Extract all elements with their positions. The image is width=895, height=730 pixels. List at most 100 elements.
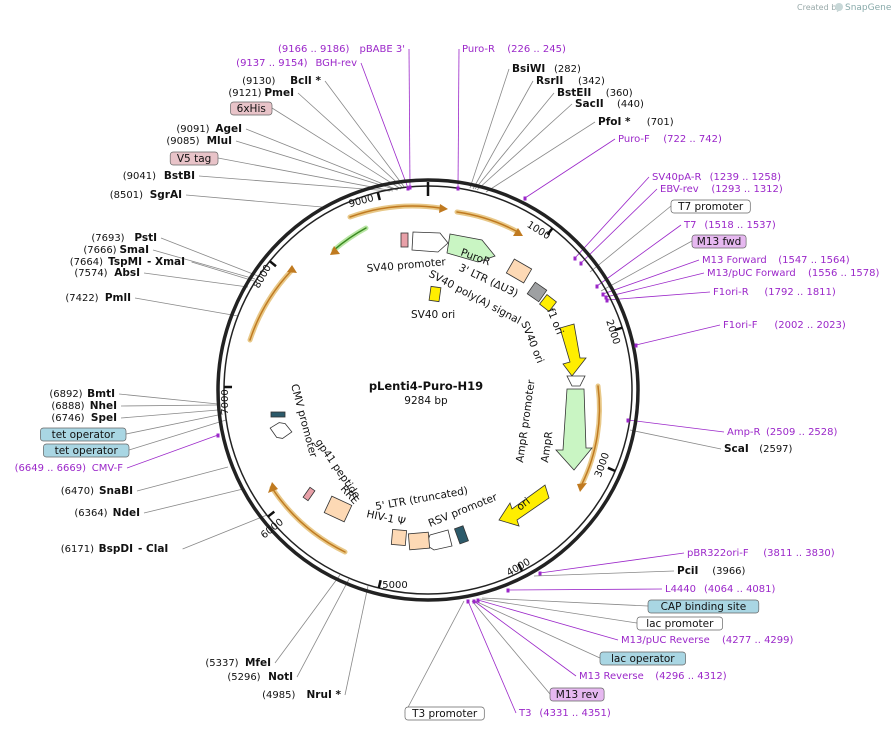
connector (472, 80, 534, 190)
left-label-nhei-16[interactable]: NheI(6888) (51, 400, 117, 412)
right-label-lac-promoter-22[interactable]: lac promoter (636, 616, 723, 631)
label-name: T7 (683, 220, 696, 231)
connector (245, 128, 399, 191)
feature-box-label: M13 rev (556, 689, 599, 701)
right-label-l4440-20[interactable]: L4440(4064 .. 4081) (665, 584, 776, 595)
ltr5-box (407, 531, 431, 551)
left-label-ndei-22[interactable]: NdeI(6364) (74, 507, 140, 519)
right-label-puro-r-0[interactable]: Puro-R(226 .. 245) (462, 44, 566, 55)
label-name: F1ori-R (713, 287, 749, 298)
left-label-pmei-3[interactable]: PmeI(9121) (228, 87, 294, 99)
ruler-tick-2000 (614, 326, 623, 332)
right-label-scai-17[interactable]: ScaI(2597) (724, 443, 793, 455)
right-label-t7-promoter-9[interactable]: T7 promoter (670, 199, 751, 214)
connector (235, 140, 398, 191)
feature-box-label: CAP binding site (661, 601, 747, 613)
tet-operator-box (270, 411, 286, 418)
primer-mark (466, 599, 470, 604)
label-name: BstBI (164, 170, 195, 182)
right-label-t3-27[interactable]: T3(4331 .. 4351) (518, 708, 611, 719)
primer-mark (605, 298, 609, 303)
left-label-tet-operator-19[interactable]: tet operator (43, 443, 130, 458)
right-label-t7-10[interactable]: T7(1518 .. 1537) (683, 220, 776, 231)
left-label-pmli-14[interactable]: PmlI(7422) (65, 292, 131, 304)
right-label-bsteii-3[interactable]: BstEII(360) (557, 87, 633, 99)
label-position: (6171) (61, 544, 94, 555)
left-label-bstbi-8[interactable]: BstBI(9041) (123, 170, 195, 182)
label-name: RsrII (536, 75, 563, 87)
left-label-mlui-6[interactable]: MluI(9085) (166, 135, 232, 147)
left-label-tspmi-12[interactable]: TspMI(7664)- XmaI (70, 256, 185, 268)
label-name: NruI * (307, 689, 342, 701)
label-position: (2597) (759, 444, 792, 455)
left-label-spei-17[interactable]: SpeI(6746) (51, 412, 117, 424)
orf-arrows (247, 203, 602, 555)
right-label-f1ori-r-14[interactable]: F1ori-R(1792 .. 1811) (713, 287, 836, 298)
right-label-pcii-19[interactable]: PciI(3966) (677, 565, 746, 577)
right-label-m13-reverse-25[interactable]: M13 Reverse(4296 .. 4312) (579, 671, 727, 682)
label-name: BstEII (557, 87, 591, 99)
left-label-bspdi-23[interactable]: BspDI(6171)- ClaI (61, 543, 169, 555)
left-label-bmti-15[interactable]: BmtI(6892) (49, 388, 115, 400)
right-label-amp-r-16[interactable]: Amp-R(2509 .. 2528) (727, 427, 838, 438)
right-label-m13-rev-26[interactable]: M13 rev (549, 687, 605, 702)
right-label-lac-operator-24[interactable]: lac operator (599, 651, 686, 666)
right-label-ebv-rev-8[interactable]: EBV-rev(1293 .. 1312) (660, 184, 783, 195)
left-label-mfei-24[interactable]: MfeI(5337) (205, 657, 271, 669)
right-label-m13-puc-forward-13[interactable]: M13/pUC Forward(1556 .. 1578) (707, 268, 880, 279)
right-label-sv40pa-r-7[interactable]: SV40pA-R(1239 .. 1258) (652, 172, 781, 183)
ltr3-box (505, 258, 533, 284)
sv40-ori-label: SV40 ori (411, 309, 455, 321)
left-label-pbabe-3-0[interactable]: pBABE 3'(9166 .. 9186) (278, 44, 405, 55)
right-label-m13-forward-12[interactable]: M13 Forward(1547 .. 1564) (702, 255, 850, 266)
cmv-promoter-arrow (269, 422, 293, 439)
feature-box (40, 427, 127, 442)
left-label-bgh-rev-1[interactable]: BGH-rev(9137 .. 9154) (236, 58, 357, 69)
left-label-v5-tag-7[interactable]: V5 tag (169, 151, 219, 166)
left-label-agei-5[interactable]: AgeI(9091) (176, 123, 242, 135)
left-label-bcli-2[interactable]: BclI *(9130) (242, 75, 321, 87)
connector (524, 138, 616, 199)
ruler-tick-6000 (267, 510, 276, 518)
feature-box-label: T7 promoter (677, 201, 744, 213)
right-label-cap-binding-site-21[interactable]: CAP binding site (647, 599, 760, 614)
orf-arrowheads (268, 204, 587, 493)
left-label-nrui-26[interactable]: NruI *(4985) (262, 689, 341, 701)
label-position: (9130) (242, 76, 275, 87)
left-label-smai-11[interactable]: SmaI(7666) (83, 244, 149, 256)
left-label-cmv-f-20[interactable]: CMV-F(6649 .. 6669) (15, 463, 124, 474)
left-label-tet-operator-18[interactable]: tet operator (40, 427, 127, 442)
hiv-psi-box (390, 528, 408, 547)
left-label-absi-13[interactable]: AbsI(7574) (74, 267, 140, 279)
left-label-sgrai-9[interactable]: SgrAI(8501) (110, 189, 182, 201)
connector (136, 466, 229, 492)
label-position: (7574) (74, 268, 107, 279)
right-label-m13-puc-reverse-23[interactable]: M13/pUC Reverse(4277 .. 4299) (621, 635, 794, 646)
left-label-psti-10[interactable]: PstI(7693) (91, 232, 157, 244)
connector (152, 249, 256, 280)
right-label-f1ori-f-15[interactable]: F1ori-F(2002 .. 2023) (723, 320, 846, 331)
right-label-t3-promoter-28[interactable]: T3 promoter (404, 706, 485, 721)
left-label-6xhis-4[interactable]: 6xHis (230, 101, 273, 116)
label-name: MfeI (245, 657, 271, 669)
right-label-puro-f-6[interactable]: Puro-F(722 .. 742) (618, 134, 722, 145)
right-label-m13-fwd-11[interactable]: M13 fwd (691, 234, 747, 249)
gp41-label: gp41 peptide (313, 437, 363, 501)
label-position: (1239 .. 1258) (710, 172, 782, 183)
connector (477, 599, 619, 641)
connector (539, 552, 685, 574)
connector (198, 175, 391, 192)
label-name: EBV-rev (660, 184, 699, 195)
left-label-noti-25[interactable]: NotI(5296) (227, 671, 293, 683)
right-label-sacii-4[interactable]: SacII(440) (575, 98, 644, 110)
connector (271, 107, 402, 190)
right-label-pfoi-5[interactable]: PfoI *(701) (598, 116, 674, 128)
right-label-pbr322ori-f-18[interactable]: pBR322ori-F(3811 .. 3830) (687, 548, 835, 559)
label-position: (701) (647, 117, 674, 128)
right-label-bsiwi-1[interactable]: BsiWI(282) (512, 63, 581, 75)
label-position: (3966) (712, 566, 745, 577)
right-label-rsrii-2[interactable]: RsrII(342) (536, 75, 605, 87)
left-label-snabi-21[interactable]: SnaBI(6470) (61, 485, 133, 497)
lac-box (453, 525, 469, 545)
